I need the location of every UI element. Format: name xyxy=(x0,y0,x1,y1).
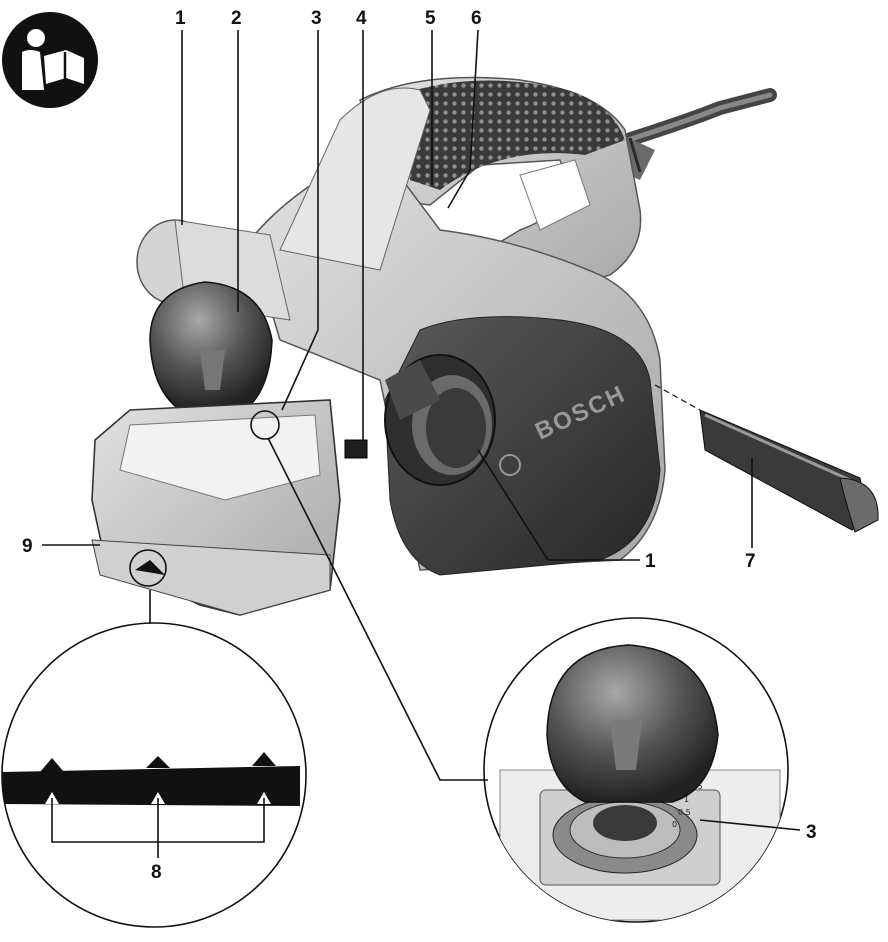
callout-labels: 1 2 3 4 5 6 1 7 9 8 3 xyxy=(22,8,817,883)
front-shoe xyxy=(91,399,341,616)
lock-off-button[interactable] xyxy=(344,439,368,459)
detail-marker-groove xyxy=(129,549,167,587)
callout-7: 7 xyxy=(745,551,756,572)
callout-6: 6 xyxy=(471,8,482,29)
callout-5: 5 xyxy=(425,8,436,29)
v-groove-detail xyxy=(1,622,307,928)
guide-insert-path xyxy=(654,384,701,411)
depth-scale-05: 0.5 xyxy=(678,808,691,817)
detail-marker-scale xyxy=(250,410,280,440)
callout-9: 9 xyxy=(22,536,33,557)
leader-lines xyxy=(42,29,801,858)
callout-8: 8 xyxy=(151,862,162,883)
depth-scale-0: 0 xyxy=(672,820,677,829)
depth-scale-detail: 0 0.5 1 1.5 xyxy=(483,617,789,923)
parallel-guide xyxy=(699,409,879,533)
handle xyxy=(359,76,642,301)
depth-scale-15: 1.5 xyxy=(690,782,703,791)
chip-ejector-right xyxy=(384,354,496,486)
callout-1-bottom: 1 xyxy=(645,551,656,572)
callout-3-top: 3 xyxy=(311,8,322,29)
callout-1-top: 1 xyxy=(175,8,186,29)
callout-3-detail: 3 xyxy=(806,822,817,843)
callout-2: 2 xyxy=(231,8,242,29)
callout-4: 4 xyxy=(356,8,367,29)
bosch-emblem-icon xyxy=(499,454,521,476)
read-manual-icon xyxy=(2,12,98,108)
depth-scale-1: 1 xyxy=(684,795,689,804)
